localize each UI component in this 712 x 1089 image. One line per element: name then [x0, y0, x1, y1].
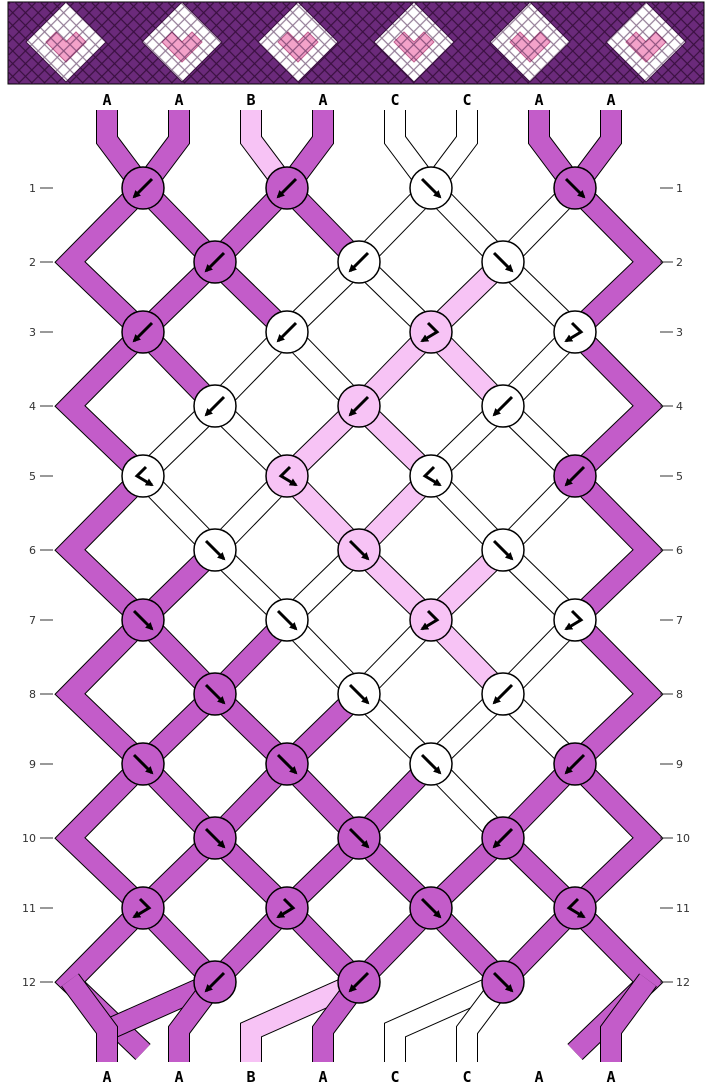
knot [482, 241, 524, 283]
row-number-left: 8 [29, 688, 36, 701]
knot-circle [266, 887, 308, 929]
row-number-left: 3 [29, 326, 36, 339]
knot-circle [554, 311, 596, 353]
knot [338, 241, 380, 283]
row-number-right: 5 [676, 470, 683, 483]
knot-circle [410, 599, 452, 641]
knot [338, 385, 380, 427]
row-number-left: 11 [22, 902, 36, 915]
knot-circle [554, 887, 596, 929]
top-strand-label: A [102, 91, 111, 109]
knot [194, 241, 236, 283]
knot [554, 167, 596, 209]
bottom-strand-label: A [318, 1068, 327, 1086]
row-number-left: 6 [29, 544, 36, 557]
knot [122, 743, 164, 785]
knot [266, 743, 308, 785]
bottom-strand [70, 980, 107, 1062]
banner-grid [8, 2, 704, 84]
bottom-strand-labels: AABACCAA [102, 1068, 615, 1086]
knot [554, 887, 596, 929]
knot [194, 673, 236, 715]
row-number-right: 7 [676, 614, 683, 627]
row-number-right: 12 [676, 976, 690, 989]
knot [338, 817, 380, 859]
knot [482, 961, 524, 1003]
row-number-right: 4 [676, 400, 683, 413]
knot [122, 455, 164, 497]
row-number-left: 7 [29, 614, 36, 627]
row-number-right: 11 [676, 902, 690, 915]
knot [338, 961, 380, 1003]
row-number-left: 10 [22, 832, 36, 845]
row-number-right: 6 [676, 544, 683, 557]
row-number-left: 12 [22, 976, 36, 989]
row-number-right: 3 [676, 326, 683, 339]
row-number-right: 10 [676, 832, 690, 845]
knot-circle [410, 455, 452, 497]
knot [410, 887, 452, 929]
top-strand-label: A [606, 91, 615, 109]
row-number-left: 2 [29, 256, 36, 269]
knot [554, 743, 596, 785]
knot [554, 311, 596, 353]
knot-circle [122, 887, 164, 929]
knot [554, 455, 596, 497]
knot [482, 529, 524, 571]
knot [410, 743, 452, 785]
knot [554, 599, 596, 641]
knot [410, 167, 452, 209]
bottom-strand [611, 980, 648, 1062]
knot [338, 529, 380, 571]
knot [266, 311, 308, 353]
bottom-strand-label: C [462, 1068, 471, 1086]
bottom-strand-label: A [174, 1068, 183, 1086]
row-number-right: 9 [676, 758, 683, 771]
row-number-left: 9 [29, 758, 36, 771]
knot-circle [122, 455, 164, 497]
bottom-strand-label: A [534, 1068, 543, 1086]
knot-circle [410, 311, 452, 353]
top-strand-label: A [318, 91, 327, 109]
row-number-left: 4 [29, 400, 36, 413]
row-number-right: 1 [676, 182, 683, 195]
knot [266, 455, 308, 497]
knot [410, 311, 452, 353]
knot [338, 673, 380, 715]
knot [482, 673, 524, 715]
knot [122, 311, 164, 353]
knot [266, 167, 308, 209]
top-strand-labels: AABACCAA [102, 91, 615, 109]
knot-circle [266, 455, 308, 497]
knot [122, 887, 164, 929]
knot-circle [554, 599, 596, 641]
bottom-strand-label: A [102, 1068, 111, 1086]
top-strand-label: C [390, 91, 399, 109]
knot [410, 599, 452, 641]
row-number-right: 8 [676, 688, 683, 701]
row-number-right: 2 [676, 256, 683, 269]
knot [482, 817, 524, 859]
knot [122, 599, 164, 641]
bottom-strand-label: A [606, 1068, 615, 1086]
row-number-left: 1 [29, 182, 36, 195]
knot [194, 385, 236, 427]
knot [410, 455, 452, 497]
bottom-strand-label: C [390, 1068, 399, 1086]
top-strand-label: B [246, 91, 255, 109]
row-number-left: 5 [29, 470, 36, 483]
knot [194, 817, 236, 859]
knot [194, 961, 236, 1003]
knot [482, 385, 524, 427]
knot [266, 599, 308, 641]
pattern-preview-banner [8, 2, 704, 84]
top-strand-label: A [174, 91, 183, 109]
knot [194, 529, 236, 571]
knot [122, 167, 164, 209]
bottom-strand-label: B [246, 1068, 255, 1086]
top-strand-label: C [462, 91, 471, 109]
top-strand-label: A [534, 91, 543, 109]
knot [266, 887, 308, 929]
